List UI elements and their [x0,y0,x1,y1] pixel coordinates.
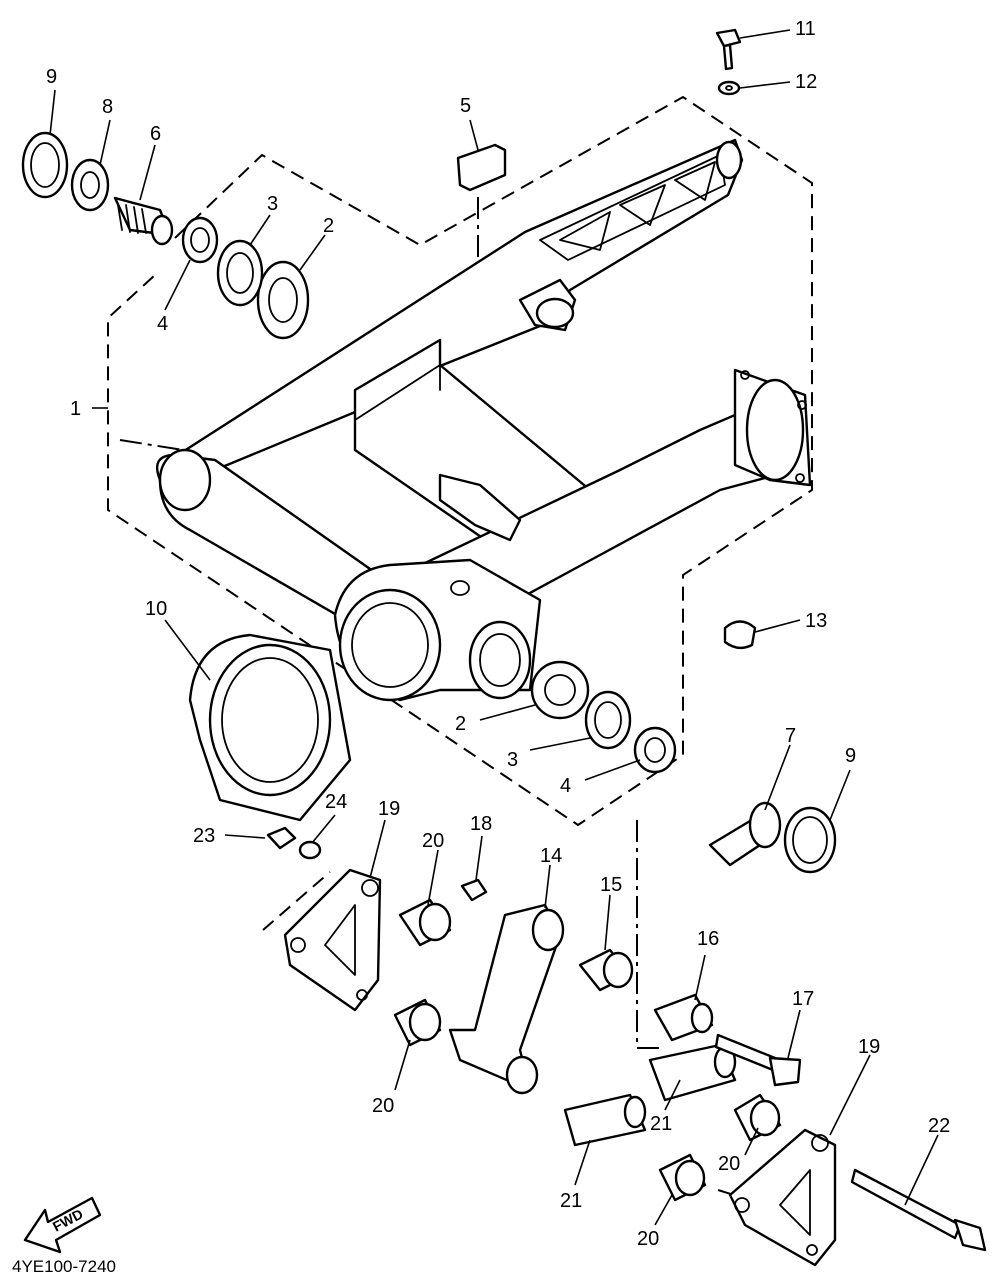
callout-2-bottom: 2 [455,713,466,735]
callout-24: 24 [325,791,347,813]
callout-2-top: 2 [323,215,334,237]
link-plate-right [728,1128,837,1267]
forward-direction-arrow: FWD [23,1196,102,1254]
callout-19-right: 19 [858,1036,880,1058]
callout-8: 8 [102,96,113,118]
callout-7: 7 [785,725,796,747]
callout-11: 11 [795,18,816,40]
callout-17: 17 [792,988,814,1010]
callout-labels: 9 8 6 3 2 4 1 5 11 12 10 13 2 3 4 7 9 23… [46,18,950,1250]
callout-4-bottom: 4 [560,775,571,797]
callout-20-bottom: 20 [637,1228,659,1250]
callout-5: 5 [460,95,471,117]
callout-4-top: 4 [157,313,168,335]
small-nut [460,878,488,902]
callout-1: 1 [70,398,81,420]
callout-6: 6 [150,123,161,145]
swingarm-body [155,138,812,702]
callout-23: 23 [193,825,215,847]
callout-20-top: 20 [422,830,444,852]
callout-3-bottom: 3 [507,749,518,771]
bolt-17 [714,1033,802,1087]
leader-lines [49,29,939,1226]
sleeves [563,948,737,1147]
diagram-code: 4YE100-7240 [12,1257,116,1276]
bolt-and-washer-top [715,28,742,96]
callout-18: 18 [470,813,492,835]
pivot-shaft-rear [708,801,837,874]
callout-3-top: 3 [267,193,278,215]
callout-21-right: 21 [650,1113,672,1135]
callout-20-mid-right: 20 [718,1153,740,1175]
callout-21-bottom: 21 [560,1190,582,1212]
callout-19-left: 19 [378,798,400,820]
callout-9-top: 9 [46,66,57,88]
bearing-set-lower [530,660,677,774]
callout-14: 14 [540,845,562,867]
callout-12: 12 [795,71,817,93]
callout-9-bottom: 9 [845,745,856,767]
callout-16: 16 [697,928,719,950]
ring-cover [188,633,352,822]
callout-15: 15 [600,874,622,896]
callout-20-left-bottom: 20 [372,1095,394,1117]
callout-10: 10 [145,598,167,620]
nut-and-washer [266,826,322,860]
plug [723,620,757,650]
long-bolt [850,1168,987,1252]
callout-13: 13 [805,610,827,632]
callout-22: 22 [928,1115,950,1137]
cap [456,143,507,192]
bearing-set-upper [181,216,310,340]
pivot-shaft-assembly [21,131,174,246]
relay-arm [448,903,565,1095]
collars [393,898,782,1202]
link-plate-left [283,868,382,1012]
